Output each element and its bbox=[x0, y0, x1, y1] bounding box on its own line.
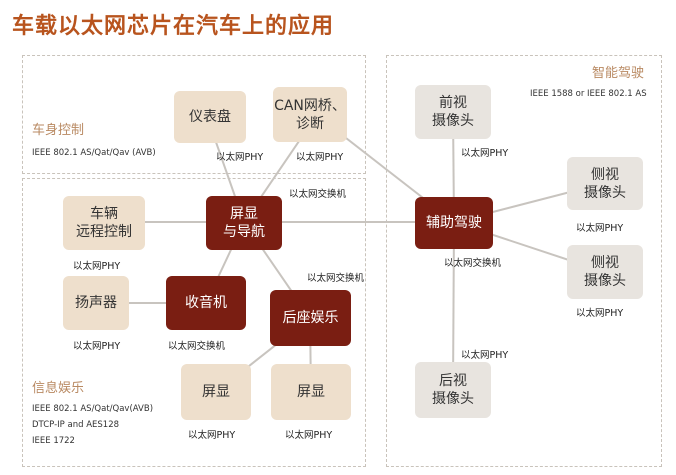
display-2-phy-label: 以太网PHY bbox=[285, 430, 333, 441]
side-camera-2-phy-label: 以太网PHY bbox=[576, 308, 624, 319]
infotainment-standard-1: IEEE 802.1 AS/Qat/Qav(AVB) bbox=[32, 404, 154, 414]
infotainment-standard-3: IEEE 1722 bbox=[32, 436, 75, 446]
speaker-phy-label: 以太网PHY bbox=[73, 341, 121, 352]
dashboard-phy-label: 以太网PHY bbox=[216, 152, 264, 163]
remote-control-phy-label: 以太网PHY bbox=[73, 261, 121, 272]
side-camera-node-2: 侧视 摄像头 bbox=[567, 245, 643, 299]
speaker-node: 扬声器 bbox=[63, 276, 129, 330]
adas-region-label: 智能驾驶 bbox=[592, 66, 645, 81]
radio-switch-label: 以太网交换机 bbox=[168, 341, 226, 352]
rear-entertainment-switch-label: 以太网交换机 bbox=[307, 273, 365, 284]
infotainment-region-label: 信息娱乐 bbox=[32, 381, 85, 396]
display-node-1: 屏显 bbox=[181, 364, 251, 420]
page-title: 车载以太网芯片在汽车上的应用 bbox=[12, 14, 335, 39]
front-camera-node: 前视 摄像头 bbox=[415, 85, 491, 139]
infotainment-region bbox=[22, 178, 366, 467]
body-control-standard: IEEE 802.1 AS/Qat/Qav (AVB) bbox=[32, 148, 156, 158]
body-control-region bbox=[22, 55, 366, 174]
front-camera-phy-label: 以太网PHY bbox=[461, 148, 509, 159]
rear-entertainment-node: 后座娱乐 bbox=[270, 290, 351, 346]
display-node-2: 屏显 bbox=[271, 364, 351, 420]
remote-control-node: 车辆 远程控制 bbox=[63, 196, 145, 250]
rear-camera-node: 后视 摄像头 bbox=[415, 362, 491, 418]
adas-main-node: 辅助驾驶 bbox=[415, 197, 493, 249]
radio-node: 收音机 bbox=[166, 276, 246, 330]
infotainment-standard-2: DTCP-IP and AES128 bbox=[32, 420, 120, 430]
side-camera-node-1: 侧视 摄像头 bbox=[567, 157, 643, 210]
adas-switch-label: 以太网交换机 bbox=[444, 258, 502, 269]
rear-camera-phy-label: 以太网PHY bbox=[461, 350, 509, 361]
side-camera-1-phy-label: 以太网PHY bbox=[576, 223, 624, 234]
can-bridge-phy-label: 以太网PHY bbox=[296, 152, 344, 163]
display-nav-node: 屏显 与导航 bbox=[206, 196, 282, 250]
can-bridge-node: CAN网桥、 诊断 bbox=[273, 87, 347, 142]
display-1-phy-label: 以太网PHY bbox=[188, 430, 236, 441]
adas-standard: IEEE 1588 or IEEE 802.1 AS bbox=[530, 89, 647, 99]
dashboard-node: 仪表盘 bbox=[174, 91, 246, 143]
adas-region bbox=[386, 55, 662, 467]
display-nav-switch-label: 以太网交换机 bbox=[289, 189, 347, 200]
body-control-region-label: 车身控制 bbox=[32, 123, 85, 138]
